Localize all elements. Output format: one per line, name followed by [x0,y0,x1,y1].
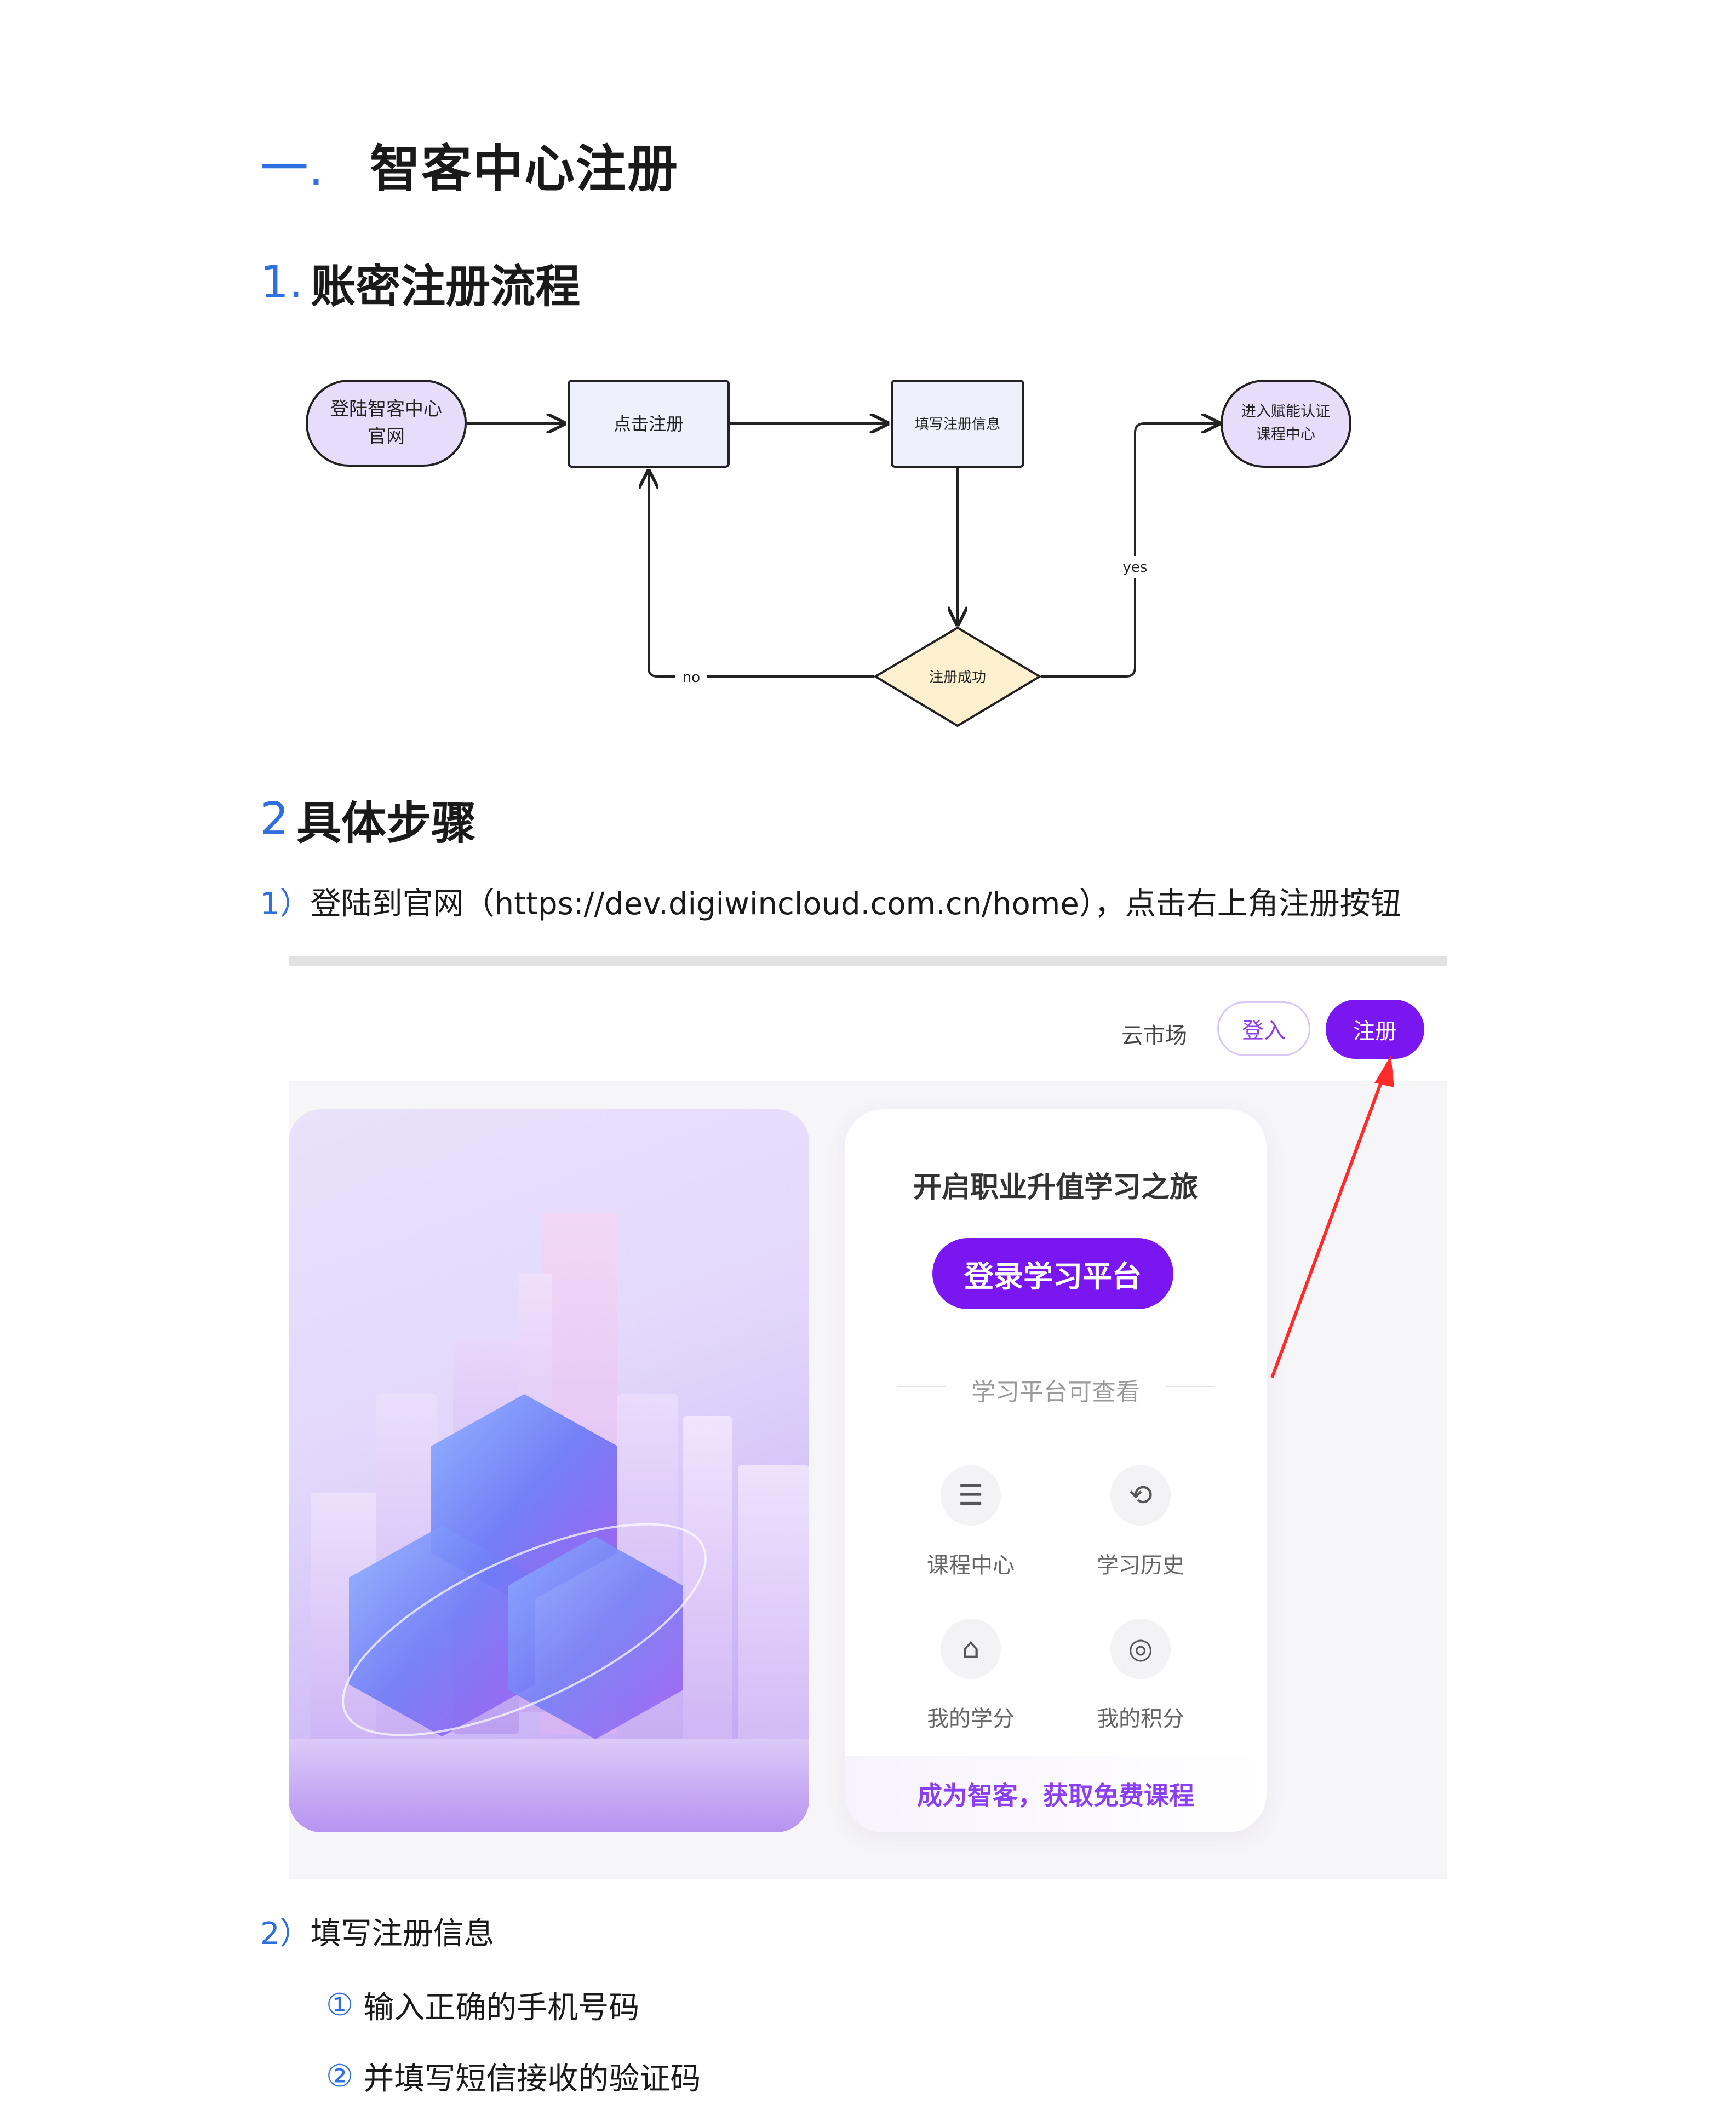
history-icon: ⟲ [1110,1465,1171,1526]
flow-no-arrow [649,471,675,678]
points-icon: ◎ [1110,1619,1171,1679]
hero-illustration [289,1109,809,1832]
feature-label: 我的学分 [927,1706,1015,1732]
website-header: 云市场 登入 注册 [289,966,1447,1081]
feature-label: 课程中心 [927,1553,1015,1578]
graduation-cap-icon: ⌂ [941,1619,1001,1679]
step-2-number: 2） [260,1916,311,1952]
website-screenshot: 云市场 登入 注册 开启职业升值学习之旅 登录学习平台 学习平台可查看 [289,956,1447,1879]
section-heading-text: 智客中心注册 [370,139,679,198]
card-title: 开启职业升值学习之旅 [913,1171,1198,1204]
feature-label: 我的积分 [1097,1706,1184,1732]
flow-click-register-label: 点击注册 [614,414,684,434]
register-button[interactable]: 注册 [1326,1000,1424,1059]
step-1: 1） 登陆到官网（https://dev.digiwincloud.com.cn… [260,879,1401,923]
screenshot-top-border [289,956,1447,966]
step-2-text: 填写注册信息 [310,1916,495,1952]
subsection-1-number: 1. [260,256,303,308]
feature-learning-history[interactable]: ⟲ 学习历史 [1075,1465,1206,1579]
cube-sculpture [342,1394,707,1739]
step-2-item-1: ① 输入正确的手机号码 [326,1983,639,2027]
step-2-item-2-text: 并填写短信接收的验证码 [363,2061,701,2097]
subsection-2-text: 具体步骤 [296,797,477,850]
step-2-item-1-number: ① [326,1987,354,2023]
nav-cloud-market[interactable]: 云市场 [1121,1023,1187,1048]
subsection-1-text: 账密注册流程 [311,260,581,313]
feature-label: 学习历史 [1097,1553,1184,1578]
flow-end-label-2: 课程中心 [1256,426,1315,443]
subsection-2-title: 2 具体步骤 [260,786,476,852]
flow-fill-info-node: 填写注册信息 [891,380,1024,468]
feature-my-credits[interactable]: ⌂ 我的学分 [905,1619,1036,1733]
flow-yes-arrow [1041,423,1219,678]
flow-no-label: no [683,669,700,686]
step-1-text: 登陆到官网（https://dev.digiwincloud.com.cn/ho… [310,886,1401,922]
flow-click-register-node: 点击注册 [568,380,730,468]
feature-my-points[interactable]: ◎ 我的积分 [1075,1619,1206,1733]
flow-end-node: 进入赋能认证 课程中心 [1221,380,1351,468]
login-button[interactable]: 登入 [1217,1001,1310,1056]
step-2: 2） 填写注册信息 [260,1909,495,1953]
divider-left [897,1386,946,1387]
subsection-1-title: 1. 账密注册流程 [260,249,580,315]
flow-end-label-1: 进入赋能认证 [1241,403,1330,420]
subsection-2-number: 2 [260,793,289,845]
flow-decision-label: 注册成功 [929,669,986,686]
section-title: 一. 智客中心注册 [260,129,679,200]
flow-fill-info-label: 填写注册信息 [915,416,1000,433]
flow-decision-node: 注册成功 [873,626,1042,727]
card-footer-link[interactable]: 成为智客，获取免费课程 [845,1756,1267,1832]
step-2-item-2: ② 并填写短信接收的验证码 [326,2054,701,2098]
login-platform-button[interactable]: 登录学习平台 [932,1238,1173,1309]
step-1-number: 1） [260,886,311,922]
promo-card: 开启职业升值学习之旅 登录学习平台 学习平台可查看 ☰ 课程中心 ⟲ 学习历史 … [845,1109,1267,1832]
step-2-item-2-number: ② [326,2058,354,2094]
flow-start-node: 登陆智客中心 官网 [306,380,467,467]
flow-start-label-2: 官网 [368,426,405,448]
section-number: 一. [260,140,324,197]
divider-text: 学习平台可查看 [971,1378,1140,1406]
flow-yes-label: yes [1123,559,1148,576]
list-icon: ☰ [941,1465,1001,1526]
feature-course-center[interactable]: ☰ 课程中心 [905,1465,1036,1579]
step-2-item-1-text: 输入正确的手机号码 [363,1990,640,2026]
divider-right [1165,1386,1214,1387]
registration-flowchart: 登陆智客中心 官网 点击注册 填写注册信息 注册成功 no yes 进入赋能认证… [306,380,1351,727]
flow-start-label-1: 登陆智客中心 [330,398,442,420]
